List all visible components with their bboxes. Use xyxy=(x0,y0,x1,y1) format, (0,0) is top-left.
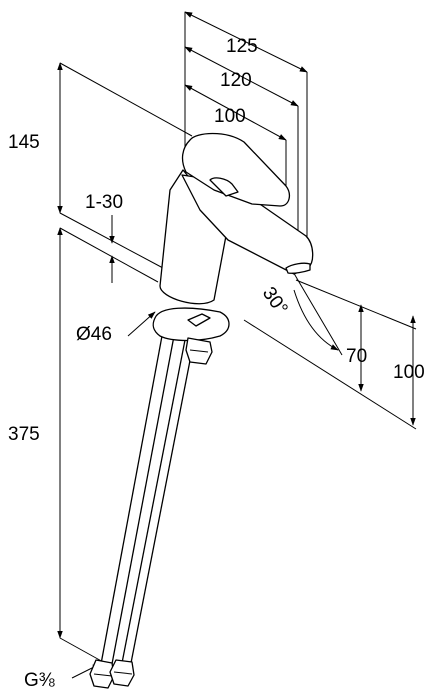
label-overall-projection: 125 xyxy=(226,36,258,57)
label-spout-angle: 30° xyxy=(258,283,292,319)
label-connection-thread: G⅜ xyxy=(24,670,55,691)
label-base-diameter: Ø46 xyxy=(76,324,112,345)
leader-diameter xyxy=(127,311,156,337)
label-deck-thickness: 1-30 xyxy=(85,192,123,213)
label-height-above-deck: 145 xyxy=(8,132,40,153)
hose-connectors xyxy=(89,659,135,689)
supply-hoses xyxy=(100,335,195,665)
label-hose-length: 375 xyxy=(8,424,40,445)
label-lever-height: 100 xyxy=(393,362,425,383)
faucet-body xyxy=(152,132,314,365)
dim-line-100-top xyxy=(184,84,287,141)
dim-arc-30deg xyxy=(293,289,339,351)
label-lever-projection: 100 xyxy=(214,106,246,127)
label-outlet-height: 70 xyxy=(346,346,367,367)
label-spout-projection: 120 xyxy=(220,70,252,91)
